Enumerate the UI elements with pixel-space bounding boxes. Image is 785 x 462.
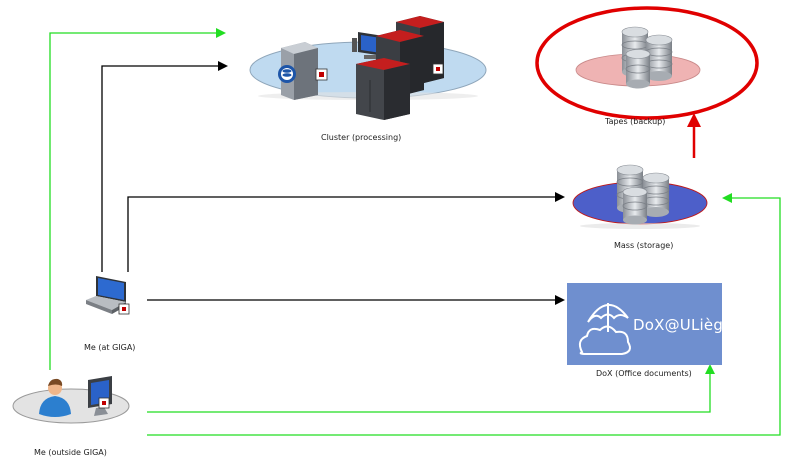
tapes-node <box>535 6 759 120</box>
laptop-icon <box>86 276 130 315</box>
edge-giga-to-cluster <box>101 61 228 272</box>
mass-label: Mass (storage) <box>614 241 674 250</box>
tapes-label: Tapes (backup) <box>605 117 666 126</box>
edge-outside-to-cluster <box>49 28 226 370</box>
database-icon <box>621 26 673 89</box>
monitor-icon <box>88 376 112 416</box>
me-outside-giga-node <box>12 376 130 424</box>
server-rack-icon <box>356 58 410 120</box>
mass-node <box>572 164 708 229</box>
cloud-umbrella-icon <box>578 303 631 355</box>
cluster-label: Cluster (processing) <box>321 133 402 142</box>
database-icon <box>616 164 670 225</box>
dox-label: DoX (Office documents) <box>596 369 692 378</box>
dox-logo-box <box>567 283 722 365</box>
me-outside-giga-label: Me (outside GIGA) <box>34 448 107 457</box>
tapes-highlight-ring <box>535 6 759 120</box>
me-at-giga-node <box>86 276 130 315</box>
cluster-node <box>249 16 487 120</box>
edge-giga-to-mass <box>127 192 565 272</box>
server-tower-icon <box>278 42 328 100</box>
dox-logo-text: DoX@ULiège <box>633 316 733 334</box>
me-at-giga-label: Me (at GIGA) <box>84 343 136 352</box>
dox-node <box>567 283 722 365</box>
user-icon <box>39 378 71 417</box>
edge-outside-to-mass <box>147 193 781 436</box>
edge-outside-to-dox <box>147 364 715 413</box>
